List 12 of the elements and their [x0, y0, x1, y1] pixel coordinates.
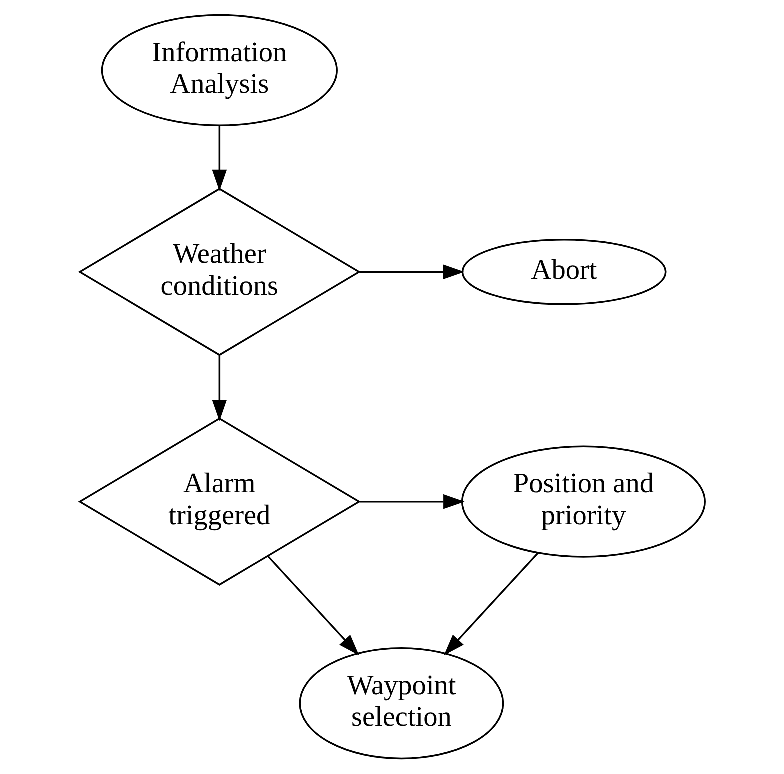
- arrow: [212, 356, 227, 422]
- arrow: [359, 264, 464, 280]
- node-diamond: Weather conditions: [78, 188, 361, 356]
- node-diamond: Alarm triggered: [78, 418, 361, 586]
- node-ellipse: Waypoint selection: [298, 647, 504, 760]
- node-ellipse: Position and priority: [460, 446, 706, 558]
- node-ellipse: Abort: [461, 238, 666, 306]
- node-ellipse: Information Analysis: [100, 14, 338, 127]
- arrow: [359, 494, 464, 510]
- arrow: [444, 552, 538, 656]
- arrow: [266, 556, 359, 656]
- arrow: [212, 126, 227, 192]
